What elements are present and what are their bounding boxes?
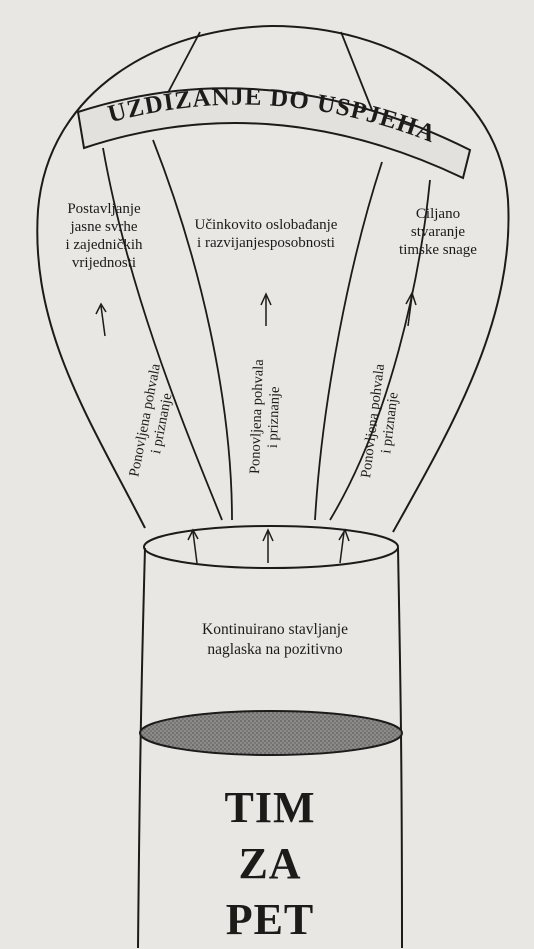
banner-band [76,87,472,180]
panel-line-left-outer [102,147,223,521]
balloon-envelope [36,24,510,533]
team-label: TIM ZA PET [150,780,390,948]
goal-2-line-1: Učinkovito oslobađanje [194,217,338,233]
goal-1-line-1: Postavljanje [67,201,141,217]
team-label-line-3: PET [225,895,315,944]
praise-label-2: Ponovljena pohvala i priznanje [246,336,286,497]
basket-top-rim [143,525,399,569]
basket-line-2: naglaska na pozitivno [207,641,343,658]
panel-line-mid-right [314,161,383,521]
arrow-up-icon [95,302,107,337]
goal-label-1: Postavljanje jasne svrhe i zajedničkih v… [54,200,154,272]
team-label-line-1: TIM [224,783,316,832]
basket-left-side [137,547,146,949]
goal-3-line-2: stvaranje [410,224,466,240]
goal-3-line-3: timske snage [399,242,477,258]
panel-line-mid-left [152,139,233,521]
goal-1-line-3: i zajedničkih [65,237,143,253]
balloon-seam-2 [340,31,373,111]
arrow-up-icon [405,291,417,327]
basket-line-1: Kontinuirano stavljanje [202,621,348,638]
goal-1-line-2: jasne svrhe [70,219,138,235]
goal-3-line-1: Ciljano [415,206,461,222]
arrow-up-icon [187,528,199,564]
arrow-up-icon [338,528,350,564]
team-label-line-2: ZA [238,839,302,888]
liquid-surface [139,710,403,756]
goal-label-2: Učinkovito oslobađanje i razvijanjesposo… [168,216,364,252]
arrow-up-icon [260,292,272,326]
goal-label-3: Ciljano stvaranje timske snage [380,205,496,259]
basket-label: Kontinuirano stavljanje naglaska na pozi… [160,620,390,660]
panel-line-right-outer [329,179,431,521]
arrow-up-icon [262,528,274,563]
basket-right-side [397,547,403,949]
goal-2-line-2: i razvijanjesposobnosti [197,235,335,251]
goal-1-line-4: vrijednosti [71,255,137,271]
